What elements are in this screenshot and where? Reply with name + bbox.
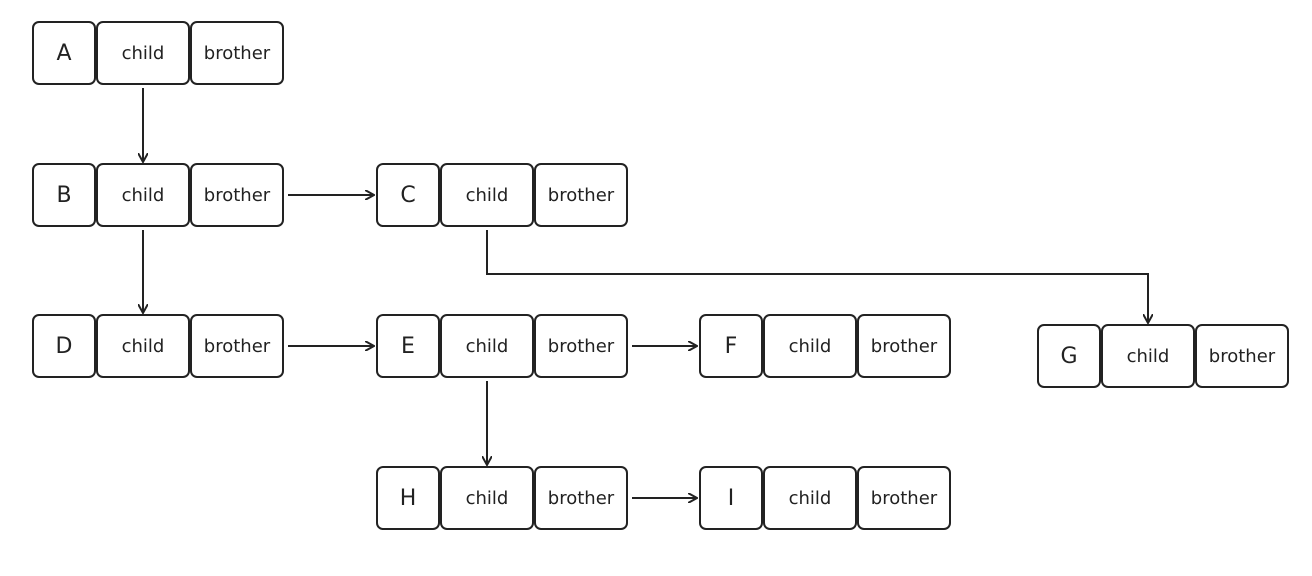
edges-layer [143, 88, 1148, 498]
brother-field-text: brother [204, 43, 271, 64]
node-letter-text: G [1060, 344, 1077, 369]
node-letter-text: A [56, 41, 71, 66]
brother-field-text: brother [871, 336, 938, 357]
brother-field-cell [534, 466, 628, 530]
brother-field-text: brother [204, 336, 271, 357]
child-field-cell [763, 314, 857, 378]
node-letter-cell [32, 314, 96, 378]
node-letter-cell [1037, 324, 1101, 388]
brother-field-cell [190, 163, 284, 227]
node-letter-text: F [725, 334, 738, 359]
node-letter-cell [699, 314, 763, 378]
child-field-text: child [1127, 346, 1170, 367]
child-field-text: child [122, 336, 165, 357]
node-letter-text: D [56, 334, 73, 359]
child-field-text: child [466, 336, 509, 357]
node-letter-cell [699, 466, 763, 530]
child-field-cell [1101, 324, 1195, 388]
node-letter-text: H [400, 486, 417, 511]
child-field-cell [440, 466, 534, 530]
node-letter-cell [376, 163, 440, 227]
child-field-cell [96, 314, 190, 378]
brother-field-text: brother [548, 488, 615, 509]
node-letter-cell [376, 314, 440, 378]
brother-field-cell [534, 314, 628, 378]
child-field-text: child [122, 43, 165, 64]
child-field-cell [440, 163, 534, 227]
brother-field-text: brother [548, 185, 615, 206]
edge-c-child-g [486, 230, 1148, 323]
node-letter-text: C [400, 183, 415, 208]
brother-field-cell [857, 314, 951, 378]
child-field-text: child [466, 185, 509, 206]
node-letter-text: E [401, 334, 415, 359]
node-letter-cell [32, 21, 96, 85]
child-field-cell [440, 314, 534, 378]
node-letter-text: I [728, 486, 735, 511]
brother-field-text: brother [548, 336, 615, 357]
child-field-text: child [122, 185, 165, 206]
brother-field-cell [190, 314, 284, 378]
brother-field-text: brother [871, 488, 938, 509]
brother-field-text: brother [204, 185, 271, 206]
child-field-text: child [466, 488, 509, 509]
child-field-cell [96, 163, 190, 227]
brother-field-cell [190, 21, 284, 85]
child-field-text: child [789, 336, 832, 357]
node-letter-cell [32, 163, 96, 227]
brother-field-cell [857, 466, 951, 530]
brother-field-cell [1195, 324, 1289, 388]
brother-field-text: brother [1209, 346, 1276, 367]
node-letter-cell [376, 466, 440, 530]
child-field-cell [763, 466, 857, 530]
child-field-text: child [789, 488, 832, 509]
node-letter-text: B [56, 183, 71, 208]
child-field-cell [96, 21, 190, 85]
brother-field-cell [534, 163, 628, 227]
